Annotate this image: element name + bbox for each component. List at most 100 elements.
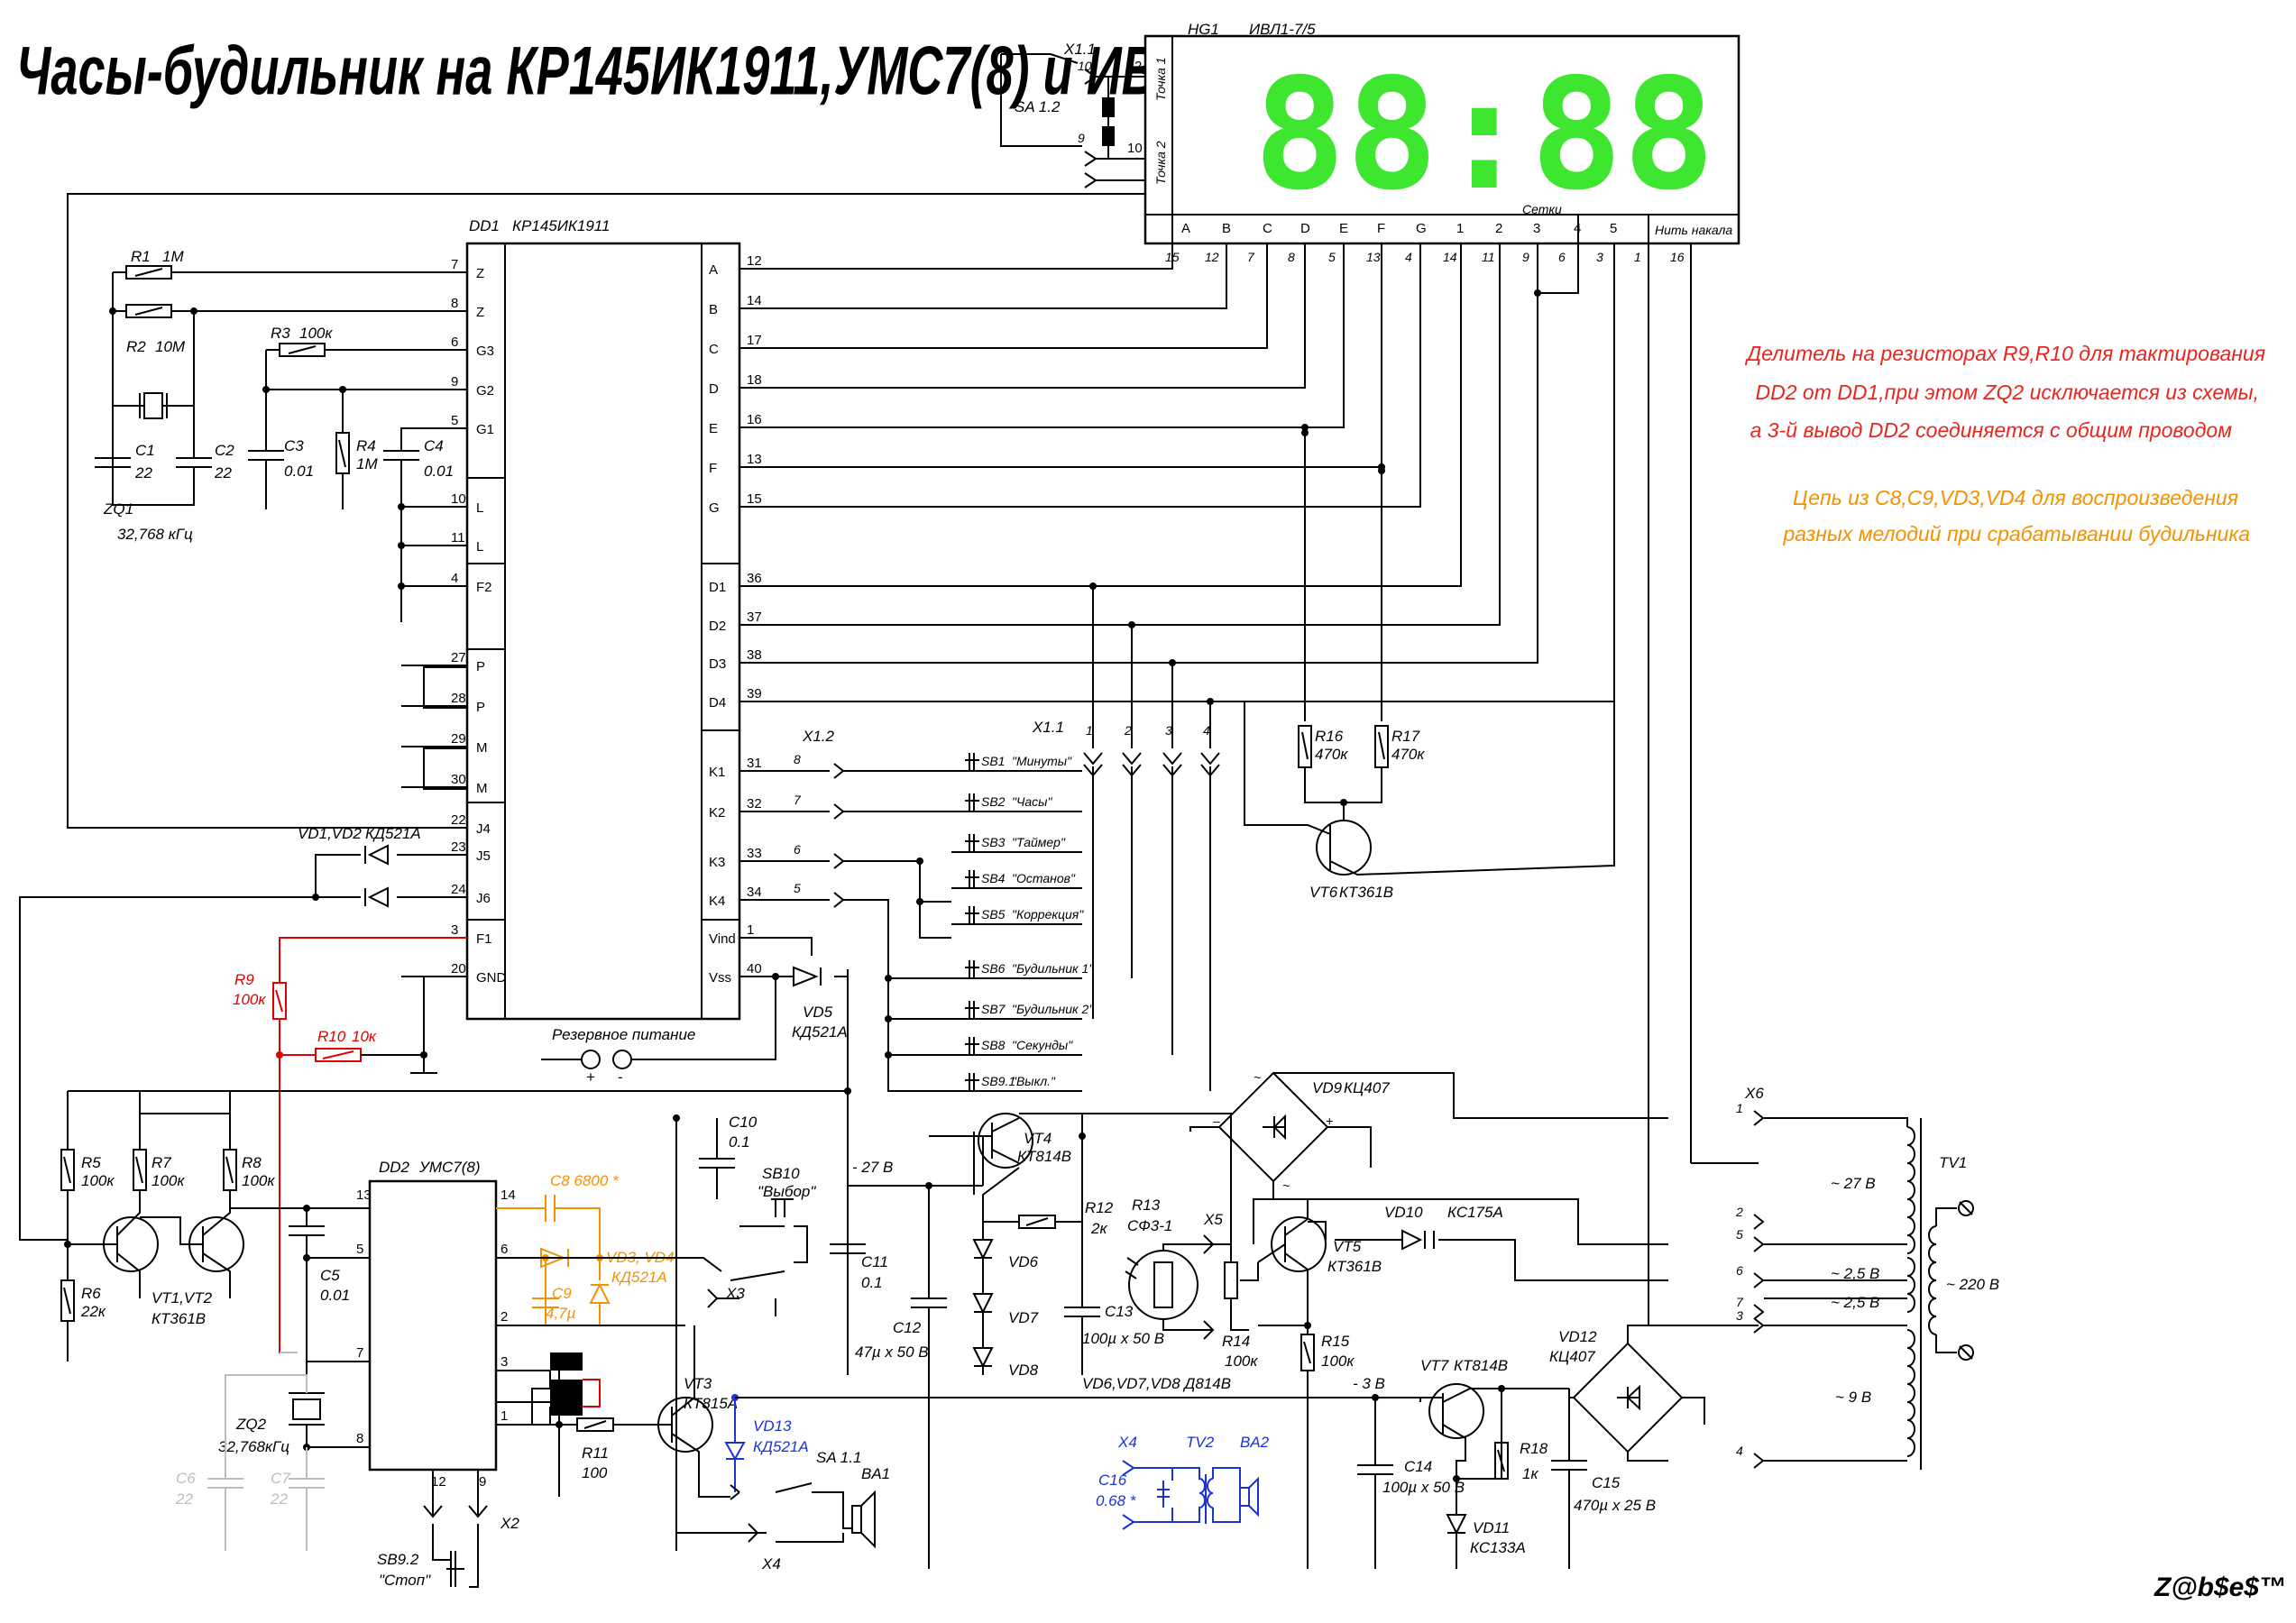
segment-label-f: F	[1377, 221, 1385, 236]
vd12-type: КЦ407	[1549, 1348, 1595, 1365]
digit-text: 88:88	[1254, 46, 1715, 225]
r11-value: 100	[582, 1464, 608, 1481]
vt5-type: КТ361В	[1327, 1258, 1382, 1275]
dd1-left-pin-label: Z	[476, 266, 484, 281]
dd1-left-pin-num: 4	[451, 571, 458, 586]
dd1-left-pin-num: 20	[451, 961, 466, 977]
v27-tr-label: ~ 27 В	[1831, 1175, 1876, 1192]
filament-label: Нить накала	[1655, 223, 1732, 237]
vd12-label: VD12	[1558, 1328, 1597, 1345]
r2-value: 10M	[155, 338, 186, 355]
x12-pin: 6	[794, 842, 801, 857]
x12-pin: 7	[794, 793, 802, 807]
grid-label-4: 4	[1574, 221, 1581, 236]
grids-caption: Сетки	[1522, 202, 1562, 216]
note-red-2: DD2 от DD1,при этом ZQ2 исключается из с…	[1756, 381, 2259, 404]
x11-top-p10: 10	[1078, 59, 1092, 73]
c12-label: C12	[893, 1319, 922, 1336]
x11-pin: 2	[1124, 723, 1132, 738]
melody-circuit: C8 6800 * C9 4,7µ VD3, VD4 КД521А	[496, 1172, 675, 1325]
x6-pin: 6	[1736, 1263, 1743, 1278]
dd1-right-pin-label: B	[709, 302, 718, 317]
button-name: "Часы"	[1012, 794, 1052, 809]
v27-label: - 27 В	[852, 1159, 893, 1176]
v25b-label: ~ 2,5 В	[1831, 1294, 1879, 1311]
c15-value: 470µ x 25 В	[1574, 1497, 1656, 1514]
display-pin-7: 14	[1443, 250, 1457, 264]
dd1-right-pin-num: 39	[747, 686, 762, 701]
dd1-right-pin-label: C	[709, 342, 719, 357]
button-ref: SB5	[981, 907, 1006, 922]
note-red-3: а 3-й вывод DD2 соединяется с общим пров…	[1750, 418, 2233, 442]
zq1-label: ZQ1	[103, 500, 133, 518]
vd11-label: VD11	[1473, 1519, 1510, 1536]
x5-label: X5	[1203, 1211, 1223, 1228]
dd1-ref: DD1	[469, 217, 500, 234]
dd1-left-pin-label: J5	[476, 848, 491, 864]
vt5-label: VT5	[1333, 1238, 1362, 1255]
sa11-label: SA 1.1	[816, 1449, 861, 1466]
dd1-right-pin-num: 38	[747, 647, 762, 663]
svg-text:~: ~	[1254, 1070, 1261, 1085]
dd1-right-pin-label: D4	[709, 695, 726, 711]
vt6-stage: R16 470к R17 470к VT6 КТ361В	[1244, 427, 1615, 901]
display-hg1: HG1 ИВЛ1-7/5 Точка 1 Точка 2 2 10 88:88 …	[1127, 21, 1740, 264]
vd10-type: КС175А	[1447, 1204, 1503, 1221]
button-ref: SB4	[981, 871, 1006, 885]
dd1-right-pin-num: 31	[747, 756, 762, 771]
c16-value: 0.68 *	[1096, 1492, 1137, 1509]
r17-value: 470к	[1391, 746, 1425, 763]
vdd-label: VD6,VD7,VD8 Д814В	[1082, 1375, 1231, 1392]
vd6-label: VD6	[1008, 1253, 1039, 1270]
r9-value: 100к	[233, 991, 266, 1008]
dd1-right-pin-num: 40	[747, 961, 762, 977]
display-pin-9: 9	[1522, 250, 1529, 264]
r6-label: R6	[81, 1285, 101, 1302]
c2-value: 22	[214, 464, 232, 481]
dd1-left-pin-num: 3	[451, 922, 458, 938]
svg-text:~: ~	[1282, 1178, 1290, 1193]
zq2-value: 32,768кГц	[218, 1438, 289, 1455]
dd1-right-pin-num: 37	[747, 610, 762, 625]
c9-label: C9	[552, 1285, 572, 1302]
dd1-right-pins: 12A14B17C18D16E13F15G36D137D238D339D431K…	[709, 253, 762, 986]
dd1-right-pin-num: 15	[747, 491, 762, 507]
display-pin-5: 13	[1366, 250, 1381, 264]
button-ref: SB1	[981, 754, 1005, 768]
x6-pin: 4	[1736, 1444, 1743, 1458]
button-ref: SB7	[981, 1002, 1006, 1016]
sb10-label: SB10	[762, 1165, 800, 1182]
note-orange-2: разных мелодий при срабатывании будильни…	[1782, 522, 2250, 546]
dd1-left-pin-num: 23	[451, 839, 466, 855]
r2-label: R2	[126, 338, 146, 355]
dd2-right-pin: 1	[501, 1408, 508, 1424]
dd1-left-pin-num: 27	[451, 650, 466, 665]
dd1-left-pin-label: J4	[476, 821, 491, 837]
r18-value: 1к	[1522, 1465, 1538, 1482]
x6-pin: 2	[1735, 1205, 1743, 1219]
vt7-type: КТ814В	[1454, 1357, 1508, 1374]
vd5-type: КД521А	[792, 1023, 848, 1041]
dd1-left-pin-num: 24	[451, 882, 466, 897]
x2-label: X2	[500, 1515, 519, 1532]
dd1-right-pin-label: K3	[709, 855, 725, 870]
power-supply: VT4 КТ814В VD6 VD7 VD8 VD6,VD7,VD8 Д814В…	[925, 1070, 1668, 1569]
button-ref: SB9.1	[981, 1074, 1015, 1088]
r3-label: R3	[271, 325, 290, 342]
r1-value: 1M	[162, 248, 184, 265]
c10-label: C10	[729, 1114, 758, 1131]
x6-label: X6	[1744, 1085, 1764, 1102]
dd1-right-pin-num: 18	[747, 372, 762, 388]
button-ref: SB6	[981, 961, 1006, 976]
x4b-label: X4	[1117, 1434, 1137, 1451]
dd1-left-pin-label: L	[476, 500, 483, 516]
tv2-label: TV2	[1186, 1434, 1215, 1451]
vt4-label: VT4	[1024, 1130, 1052, 1147]
dd1-right-pin-num: 33	[747, 846, 762, 861]
switch-x11-top: X1.1 10 9 SA 1.2	[1000, 41, 1145, 188]
dd1-left-pin-label: GND	[476, 970, 507, 986]
dd1-right-pin-num: 1	[747, 922, 754, 938]
vt1-vt2-stage: R5 100к R6 22к R7 100к R8 100к VT1,VT2 К…	[60, 1090, 848, 1589]
ic-dd1: DD1 КР145ИК1911 7Z8Z6G39G25G110L11L4F227…	[401, 217, 762, 1021]
